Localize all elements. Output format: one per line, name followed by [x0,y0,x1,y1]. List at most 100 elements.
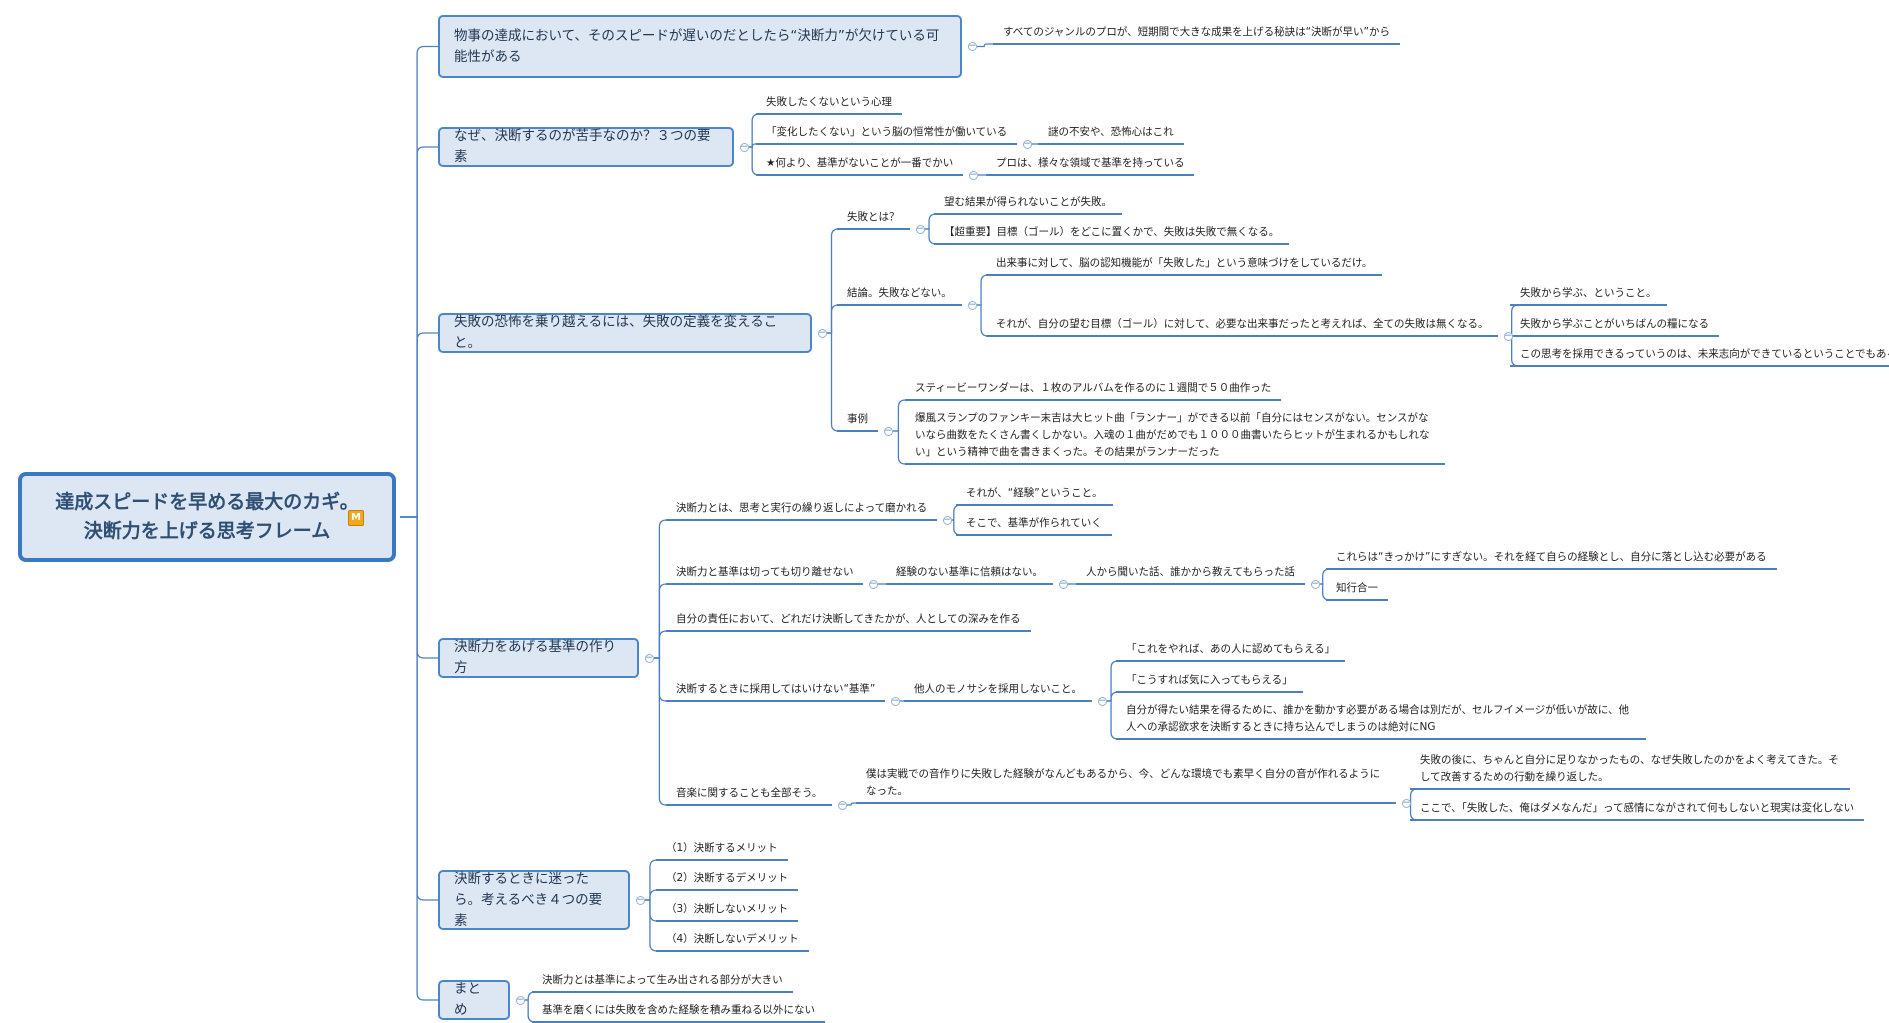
node-text[interactable]: 結論。失敗などない。 [847,287,952,299]
node-text[interactable]: 謎の不安や、恐怖心はこれ [1048,126,1174,138]
node-text[interactable]: スティービーワンダーは、１枚のアルバムを作るのに１週間で５０曲作った [915,382,1272,394]
central-topic-line-1: 達成スピードを早める最大のカギ。 [55,491,359,513]
node-underline [856,802,1396,804]
collapse-icon[interactable]: − [515,994,525,1005]
branch-connector [952,519,961,536]
node-text[interactable]: 基準を磨くには失敗を含めた経験を積み重ねる以外にない [542,1004,815,1016]
node-text[interactable]: 人から聞いた話、誰かから教えてもらった話 [1086,566,1295,578]
collapse-icon[interactable]: − [883,425,893,436]
collapse-icon[interactable]: − [817,327,827,338]
node-text[interactable]: 事例 [847,413,868,425]
node-text[interactable]: 僕は実戦での音作りに失敗した経験がなんどもあるから、今、どんな環境でも素早く自分… [866,768,1381,797]
branch-connector [827,228,839,334]
node-text[interactable]: 決断力と基準は切っても切り離せない [676,566,854,578]
collapse-icon[interactable]: − [942,514,952,525]
node-text[interactable]: ここで、「失敗した、俺はダメなんだ」って感情にながされて何もしないと現実は変化し… [1420,802,1855,814]
collapse-icon[interactable]: − [968,169,978,180]
collapse-icon[interactable]: − [1503,330,1513,341]
node-underline [837,228,910,230]
topic-label: 決断するときに迷ったら。考えるべき４つの要素 [454,870,603,929]
root-connector [400,45,438,518]
node-text[interactable]: 自分の責任において、どれだけ決断してきたかが、人としての深みを作る [676,613,1021,625]
branch-connector [893,399,906,432]
branch-connector [952,504,961,521]
collapse-icon[interactable]: − [644,652,654,663]
node-text[interactable]: 経験のない基準に信頼はない。 [896,566,1043,578]
node-text[interactable]: 失敗とは？ [847,211,900,223]
collapse-icon[interactable]: − [868,578,878,589]
collapse-icon[interactable]: − [1310,578,1320,589]
node-underline [905,463,1445,465]
topic-why-hard[interactable]: なぜ、決断するのが苦手なのか？３つの要素 [438,127,734,167]
node-text[interactable]: これらは“きっかけ”にすぎない。それを経て自らの経験とし、自分に落とし込む必要が… [1336,551,1767,563]
branch-connector [1409,788,1418,804]
node-text[interactable]: （3）決断しないメリット [666,903,789,915]
topic-summary[interactable]: まとめ [438,980,510,1020]
node-text[interactable]: 決断力とは、思考と実行の繰り返しによって磨かれる [676,502,928,514]
topic-speed[interactable]: 物事の達成において、そのスピードが遅いのだとしたら“決断力”が欠けている可能性が… [438,15,962,78]
topic-criteria[interactable]: 決断力をあげる基準の作り方 [438,638,639,678]
node-text[interactable]: （2）決断するデメリット [666,872,789,884]
node-underline [1410,819,1864,821]
node-text[interactable]: 知行合一 [1336,582,1378,594]
node-text[interactable]: 爆風スランプのファンキー末吉は大ヒット曲「ランナー」ができる以前「自分にはセンス… [915,412,1430,458]
node-text[interactable]: 出来事に対して、脳の認知機能が「失敗した」という意味づけをしているだけ。 [996,257,1373,269]
node-underline [656,950,809,952]
node-text[interactable]: 「これをやれば、あの人に認めてもらえる」 [1126,643,1336,655]
root-connector [400,516,438,1001]
collapse-icon[interactable]: − [1022,138,1032,149]
collapse-icon[interactable]: − [1097,695,1107,706]
node-text[interactable]: 自分が得たい結果を得るために、誰かを動かす必要がある場合は別だが、セルフイメージ… [1126,704,1629,733]
node-underline [532,1021,825,1023]
node-text[interactable]: 失敗から学ぶことがいちばんの糧になる [1520,318,1709,330]
branch-connector [827,304,839,334]
node-text[interactable]: ★何より、基準がないことが一番でかい [766,157,954,169]
node-underline [886,583,1053,585]
node-underline [1510,304,1667,306]
node-text[interactable]: （1）決断するメリット [666,842,778,854]
node-text[interactable]: 決断力とは基準によって生み出される部分が大きい [542,974,783,986]
branch-connector [654,657,667,806]
node-underline [904,700,1092,702]
node-text[interactable]: 失敗から学ぶ、ということ。 [1520,287,1657,299]
node-text[interactable]: （4）決断しないデメリット [666,933,799,945]
branch-connector [977,304,989,337]
central-topic[interactable]: 達成スピードを早める最大のカギ。 決断力を上げる思考フレーム [18,472,396,562]
node-underline [1326,568,1777,570]
collapse-icon[interactable]: − [739,141,749,152]
branch-connector [925,213,937,230]
topic-four-elements[interactable]: 決断するときに迷ったら。考えるべき４つの要素 [438,870,630,930]
node-text[interactable]: この思考を採用できるっていうのは、未来志向ができているということでもある [1520,348,1889,360]
branch-connector [1409,802,1418,821]
node-underline [1410,788,1850,790]
collapse-icon[interactable]: − [890,695,900,706]
collapse-icon[interactable]: − [967,41,977,51]
node-underline [837,430,878,432]
node-text[interactable]: 決断するときに採用してはいけない“基準” [676,683,876,695]
branch-connector [525,999,536,1023]
collapse-icon[interactable]: − [1058,578,1068,589]
node-text[interactable]: 失敗したくないという心理 [766,96,892,108]
node-text[interactable]: 他人のモノサシを採用しないこと。 [914,683,1082,695]
node-text[interactable]: すべてのジャンルのプロが、短期間で大きな成果を上げる秘訣は“決断が早い”から [1003,26,1390,38]
collapse-icon[interactable]: − [635,894,645,905]
node-underline [1326,599,1388,601]
node-text[interactable]: 【超重要】目標（ゴール）をどこに置くかで、失敗は失敗で無くなる。 [944,226,1280,238]
branch-connector [654,583,667,659]
collapse-icon[interactable]: − [837,799,847,810]
node-underline [666,519,937,521]
node-text[interactable]: 「変化したくない」という脳の恒常性が働いている [766,126,1008,138]
collapse-icon[interactable]: − [1401,797,1411,808]
node-text[interactable]: 望む結果が得られないことが失敗。 [944,196,1112,208]
topic-fear-of-failure[interactable]: 失敗の恐怖を乗り越えるには、失敗の定義を変えること。 [438,313,812,353]
collapse-icon[interactable]: − [967,299,977,310]
node-text[interactable]: それが、自分の望む目標（ゴール）に対して、必要な出来事だったと考えれば、全ての失… [996,318,1489,330]
node-text[interactable]: 「こうすれば気に入ってもらえる」 [1126,674,1293,686]
collapse-icon[interactable]: − [915,223,925,234]
node-text[interactable]: 失敗の後に、ちゃんと自分に足りなかったもの、なぜ失敗したのかをよく考えてきた。そ… [1420,754,1839,783]
node-text[interactable]: プロは、様々な領域で基準を持っている [996,157,1185,169]
node-text[interactable]: 音楽に関することも全部そう。 [676,787,823,799]
node-text[interactable]: それが、“経験”ということ。 [966,487,1103,499]
branch-connector [847,802,856,806]
node-text[interactable]: そこで、基準が作られていく [966,517,1102,529]
